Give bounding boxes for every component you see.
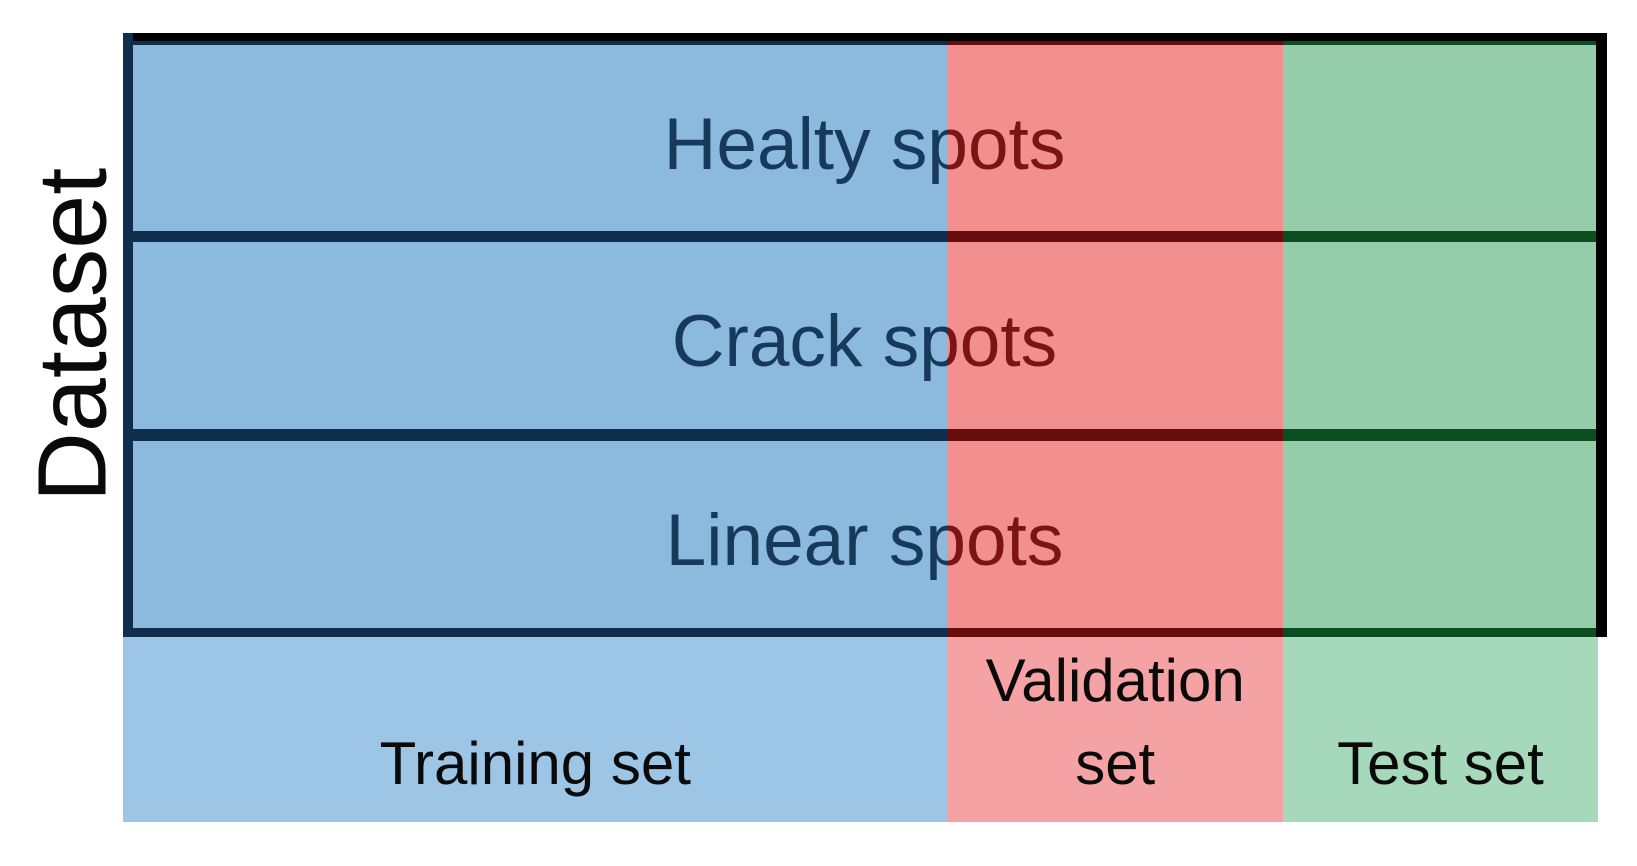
training-set-label: Training set xyxy=(379,730,691,798)
split-band: Training set Validation set Test set xyxy=(123,637,1598,822)
row-linear-spots: Linear spots Linear spots xyxy=(133,441,1596,628)
table-top-border xyxy=(133,33,1596,41)
dataset-table: Healty spots Healty spots Crack spots Cr… xyxy=(123,33,1607,637)
training-set-cell: Training set xyxy=(123,637,948,822)
row-separator-1 xyxy=(133,231,1596,242)
validation-set-label-line1: Validation xyxy=(985,647,1245,715)
row-crack-spots-label: Crack spots xyxy=(671,301,1058,382)
row-healthy-spots-label-overlay: Healty spots xyxy=(663,103,1066,185)
table-top-inner-line xyxy=(133,41,1596,45)
test-set-cell: Test set xyxy=(1283,637,1598,822)
row-crack-spots-label-overlay: Crack spots xyxy=(671,301,1058,382)
row-linear-spots-label: Linear spots xyxy=(665,500,1064,581)
row-healthy-spots-label: Healty spots xyxy=(663,103,1066,185)
table-bottom-border xyxy=(133,628,1596,637)
row-separator-2 xyxy=(133,429,1596,441)
validation-set-cell: Validation set xyxy=(948,637,1283,822)
test-set-label: Test set xyxy=(1337,730,1544,798)
row-crack-spots: Crack spots Crack spots xyxy=(133,242,1596,429)
row-healthy-spots: Healty spots Healty spots xyxy=(133,45,1596,231)
validation-set-label-line2: set xyxy=(1075,730,1156,798)
dataset-axis-label: Dataset xyxy=(17,167,127,503)
row-linear-spots-label-overlay: Linear spots xyxy=(665,500,1064,581)
